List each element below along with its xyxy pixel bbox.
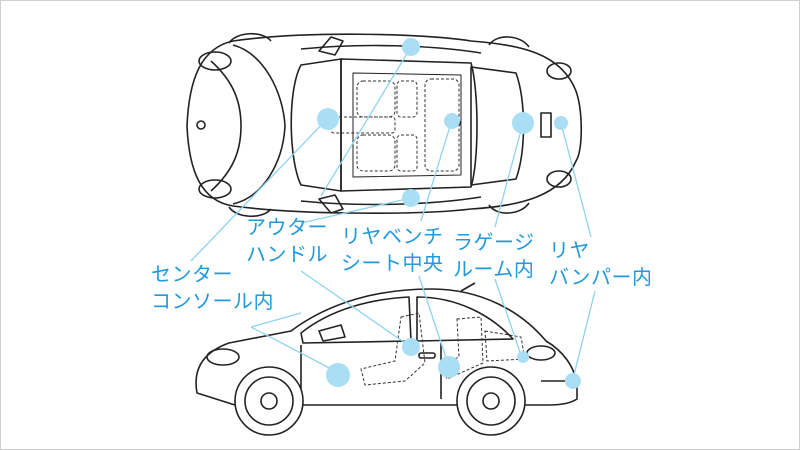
- arch-rl: [488, 36, 530, 48]
- label-center-console: センター コンソール内: [151, 261, 274, 315]
- center-console-outline: [330, 116, 396, 134]
- windshield: [290, 58, 342, 192]
- callout-line-luggage-top: [494, 122, 524, 228]
- dot-handle-bottom: [402, 189, 420, 207]
- callout-line-luggage-side: [494, 278, 522, 356]
- mirror-top: [318, 36, 344, 56]
- rear-light-top: [546, 62, 572, 80]
- door-line-top: [300, 44, 482, 54]
- side-antenna: [460, 282, 476, 292]
- rear-light-bottom: [546, 170, 572, 188]
- rear-wheel-rim: [466, 376, 516, 426]
- label-center-console-line1: センター: [151, 262, 233, 286]
- side-door-handle: [418, 352, 436, 359]
- dot-bumper-side: [565, 373, 581, 389]
- dot-handle-top: [402, 38, 420, 56]
- label-outer-handle: アウター ハンドル: [246, 214, 328, 268]
- roof-outline: [340, 58, 478, 192]
- callout-line-console-label: [250, 312, 302, 328]
- seats-side-view: [360, 312, 526, 386]
- top-hood-line: [232, 44, 286, 205]
- arch-fl: [228, 32, 272, 44]
- dot-bench-side: [438, 356, 460, 378]
- side-window-rear: [416, 296, 514, 342]
- dot-luggage-side: [517, 351, 529, 363]
- callout-line-console-top: [190, 118, 328, 262]
- label-rear-bumper-line2: バンパー内: [549, 265, 653, 289]
- front-headlight-top: [198, 51, 232, 71]
- door-line-bottom: [300, 196, 482, 206]
- arch-rr: [488, 202, 530, 214]
- seats-top-view: [330, 78, 460, 172]
- label-luggage-room: ラゲージ ルーム内: [453, 229, 535, 283]
- label-rear-bench: リヤベンチ シート中央: [341, 223, 444, 277]
- callout-line-handle-top: [320, 46, 412, 197]
- seat-passenger-back: [396, 134, 418, 172]
- callout-line-bench-top: [420, 122, 452, 222]
- side-luggage-area: [484, 330, 526, 362]
- dot-console-side: [326, 363, 350, 387]
- dot-handle-side: [402, 338, 420, 356]
- car-top-view: [186, 32, 582, 218]
- callout-line-handle-bottom: [300, 197, 412, 224]
- label-center-console-line2: コンソール内: [151, 289, 274, 313]
- callout-dots: [317, 38, 581, 389]
- label-luggage-room-line2: ルーム内: [453, 257, 535, 281]
- front-wheel-hub: [260, 392, 278, 410]
- callout-line-bumper-top: [560, 122, 592, 238]
- top-body-outline: [186, 33, 582, 214]
- front-emblem: [196, 120, 206, 130]
- dot-bumper-top: [554, 116, 568, 130]
- label-rear-bench-line1: リヤベンチ: [341, 224, 444, 248]
- front-headlight-bottom: [198, 179, 232, 199]
- dot-luggage-top: [512, 112, 534, 134]
- rear-wheel-hub: [482, 392, 500, 410]
- label-luggage-room-line1: ラゲージ: [453, 230, 535, 254]
- side-front-seat: [360, 312, 426, 386]
- label-outer-handle-line1: アウター: [246, 215, 328, 239]
- dot-bench-top: [444, 113, 460, 129]
- rear-plate: [540, 112, 552, 138]
- callout-line-bumper-side: [572, 290, 596, 380]
- mirror-bottom: [318, 194, 344, 214]
- callout-line-console-side: [250, 326, 340, 374]
- label-rear-bumper-line1: リヤ: [549, 238, 590, 262]
- front-wheel-rim: [244, 376, 294, 426]
- side-window-front: [300, 296, 412, 344]
- callout-lines: [190, 46, 596, 380]
- arch-fr: [228, 206, 272, 218]
- label-outer-handle-line2: ハンドル: [246, 242, 328, 266]
- callout-line-bench-side: [418, 275, 450, 368]
- label-rear-bench-line2: シート中央: [341, 251, 444, 275]
- car-side-view: [195, 282, 578, 436]
- dot-console-top: [317, 108, 339, 130]
- side-mirror: [318, 324, 346, 342]
- seat-passenger: [356, 134, 396, 172]
- callout-line-handle-side: [300, 270, 412, 348]
- label-rear-bumper: リヤ バンパー内: [549, 237, 653, 291]
- seat-driver-back: [396, 80, 418, 118]
- top-hood-inner: [210, 60, 242, 192]
- side-headlight: [206, 348, 240, 366]
